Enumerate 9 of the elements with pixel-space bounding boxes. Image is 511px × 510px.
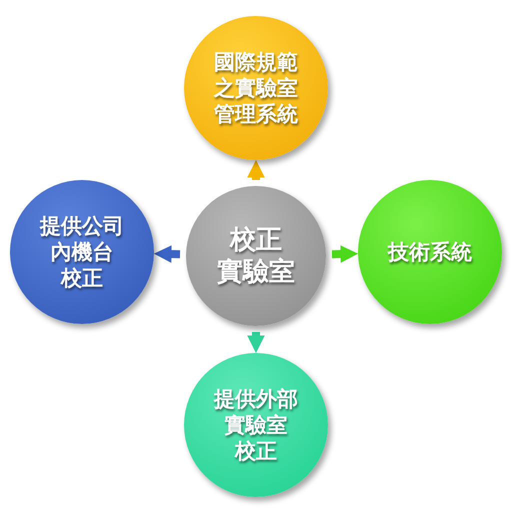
node-label: 國際規範之實驗室管理系統 — [214, 48, 298, 128]
arrow — [247, 160, 265, 180]
node-label: 校正實驗室 — [217, 224, 295, 288]
arrow — [247, 332, 265, 354]
node-label: 提供公司內機台校正 — [40, 212, 124, 292]
arrow — [332, 245, 358, 263]
node-label: 提供外部實驗室校正 — [214, 386, 298, 464]
node-label: 技術系統 — [388, 238, 472, 266]
arrow — [154, 245, 180, 263]
